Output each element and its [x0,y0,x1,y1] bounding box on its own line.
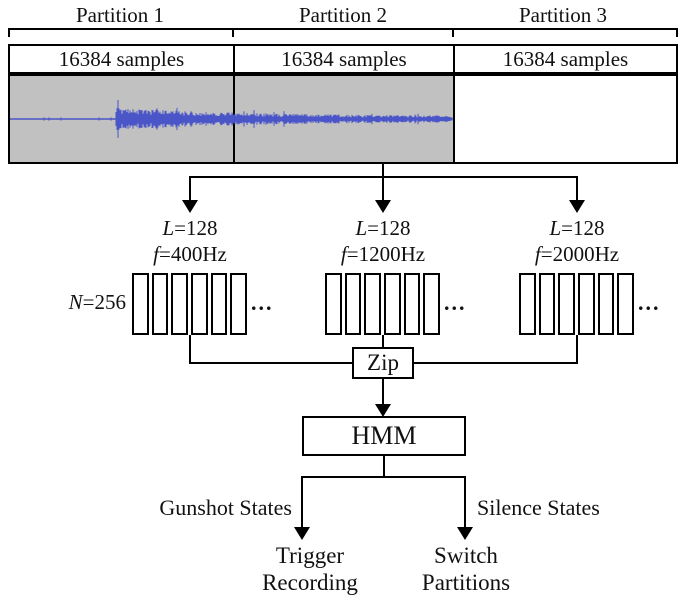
bank-stem-right [576,335,578,364]
filter-bank-cell [210,273,228,335]
bank-ellipsis-3: ... [638,290,661,315]
bank-length-label-2: L=128 [355,216,411,240]
filter-bank-cells [132,273,248,335]
hmm-output-stem [383,456,385,477]
bank-stem-mid [382,335,384,349]
bank-freq-label-1: f=400Hz [153,242,227,266]
switch-line2: Partitions [421,570,511,595]
filter-bank-cell [171,273,189,335]
silence-states-label: Silence States [477,495,600,520]
bank-freq-label-2: f=1200Hz [340,242,426,266]
filter-bank-cell [132,273,149,335]
zip-to-hmm-arrowhead [375,404,391,417]
filter-bank-cell [423,273,441,335]
filter-bank-cell [344,273,362,335]
partition-3-title: Partition 3 [518,3,608,27]
gunshot-arrow-shaft [301,476,303,528]
arrow-shaft-left [189,176,191,201]
filter-bank-cell [384,273,401,335]
bank-freq-label-3: f=2000Hz [534,242,620,266]
filter-bank-cell [597,273,615,335]
filter-bank-cell [230,273,248,335]
zip-to-hmm-shaft [382,379,384,405]
audio-waveform [10,100,453,138]
filter-bank-cell [191,273,208,335]
bracket-tick-left [8,28,10,37]
bank-length-label-3: L=128 [549,216,605,240]
zip-label: Zip [367,350,399,375]
arrow-shaft-mid [382,176,384,201]
gunshot-arrowhead [294,527,310,540]
filter-bank-cells [325,273,441,335]
trigger-line1: Trigger [275,543,345,568]
filter-bank-cell [558,273,576,335]
bank-ellipsis-1: ... [251,290,274,315]
bank-ellipsis-2: ... [444,290,467,315]
partition-2-title: Partition 2 [298,3,388,27]
bracket-tick-mid1 [232,28,234,37]
silence-arrowhead [457,527,473,540]
arrow-head-right [569,200,585,213]
output-split-line [302,476,466,478]
trigger-recording-action: Trigger Recording [220,542,400,596]
waveform-row [8,74,678,164]
samples-cell-2: 16384 samples [233,46,453,72]
hmm-node: HMM [302,416,466,456]
filter-bank-cell [364,273,382,335]
bracket-tick-right [676,28,678,37]
partition-1-title: Partition 1 [75,3,165,27]
samples-row: 16384 samples 16384 samples 16384 sample… [8,44,678,74]
filter-bank-cell [578,273,595,335]
gunshot-states-label: Gunshot States [159,495,292,520]
filter-bank-cell [538,273,556,335]
bank-stem-left [189,335,191,364]
waveform-cell [453,76,676,162]
arrow-head-left [182,200,198,213]
filter-bank-cell [403,273,421,335]
bracket-tick-mid2 [452,28,454,37]
silence-arrow-shaft [464,476,466,528]
filter-bank-cells [519,273,635,335]
trigger-line2: Recording [262,570,358,595]
arrow-head-mid [375,200,391,213]
stem-waveform-to-split [382,164,384,177]
arrow-shaft-right [576,176,578,201]
switch-line1: Switch [434,543,498,568]
switch-partitions-action: Switch Partitions [376,542,556,596]
filter-bank-cell [617,273,635,335]
samples-cell-3: 16384 samples [453,46,676,72]
filter-bank-cell [325,273,342,335]
zip-node: Zip [352,347,414,379]
samples-cell-1: 16384 samples [58,46,185,71]
filter-bank-cell [151,273,169,335]
filter-bank-cell [519,273,536,335]
partition-bracket-line [8,28,678,30]
bank-length-label-1: L=128 [162,216,218,240]
hmm-label: HMM [351,421,417,450]
n-label: N=256 [68,290,126,314]
